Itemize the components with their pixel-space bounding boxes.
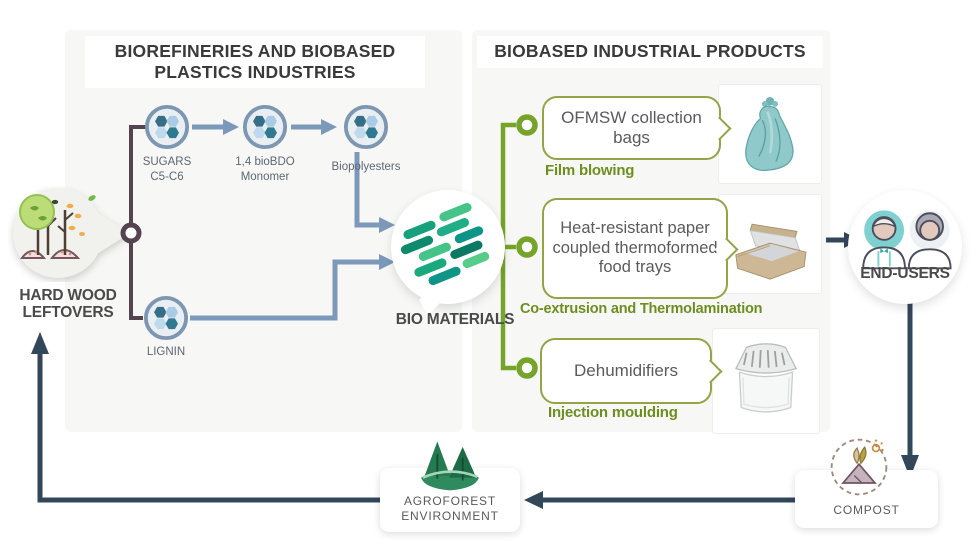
agroforest-label-line2: ENVIRONMENT (401, 509, 499, 523)
sugars-label-line1: SUGARS (142, 156, 192, 168)
compost-label: COMPOST (833, 503, 900, 517)
process-film-blowing: Film blowing (545, 162, 635, 179)
forest-leftovers-icon (19, 194, 96, 259)
badge-pointer (78, 200, 130, 266)
left-panel-title-line2: PLASTICS INDUSTRIES (154, 62, 356, 82)
process-coextrusion: Co-extrusion and Thermolamination (520, 301, 763, 317)
waste-bag-icon (745, 97, 794, 172)
food-tray-icon (735, 223, 807, 280)
sugars-to-biobdo-arrowhead (223, 119, 239, 135)
bubble-food-trays: Heat-resistant paper coupled thermoforme… (542, 198, 739, 299)
hardwood-label-line2: LEFTOVERS (22, 303, 114, 321)
left-panel-title: BIOREFINERIES AND BIOBASED PLASTICS INDU… (85, 36, 425, 88)
lignin-molecule-icon (143, 295, 189, 341)
agroforest-trees-icon (421, 441, 479, 491)
biobdo-to-biopolyesters-arrowhead (321, 119, 337, 135)
hardwood-junction-node (120, 222, 142, 244)
endusers-people-icon (862, 210, 952, 270)
bubble-dehumidifiers-text: Dehumidifiers (574, 361, 678, 380)
right-panel-title-text: BIOBASED INDUSTRIAL PRODUCTS (494, 41, 806, 62)
bubble-dehumidifiers: Dehumidifiers (540, 338, 723, 404)
biopolyesters-molecule-icon (343, 104, 389, 150)
endusers-label: END-USERS (848, 265, 962, 283)
hardwood-label-line1: HARD WOOD (19, 287, 117, 304)
agroforest-to-hardwood-arrowhead (31, 332, 49, 354)
bubble-collection-bags: OFMSW collection bags (542, 96, 732, 160)
endusers-node: END-USERS (848, 190, 962, 304)
dehumidifier-image (712, 328, 820, 434)
lignin-to-biomaterials-line (190, 259, 380, 321)
hardwood-leftovers-label: HARD WOOD LEFTOVERS (6, 287, 130, 321)
lignin-to-biomaterials-arrowhead (379, 254, 395, 270)
compost-to-agroforest-arrowhead (524, 491, 543, 509)
biomaterials-label-text: BIO MATERIALS (395, 311, 515, 328)
product-node-dehumidifiers (516, 357, 538, 379)
hardwood-leftovers-badge (13, 188, 130, 278)
endusers-to-compost-arrowhead (901, 455, 919, 478)
food-tray-image (718, 194, 822, 294)
compost-icon (830, 438, 888, 496)
sugars-molecule-icon (144, 104, 190, 150)
endusers-label-text: END-USERS (860, 265, 950, 282)
sugars-label-line2: C5-C6 (150, 170, 184, 183)
biobdo-label-line1: 1,4 bioBDO (235, 156, 295, 168)
right-panel-title: BIOBASED INDUSTRIAL PRODUCTS (477, 36, 823, 68)
dehumidifier-icon (734, 343, 798, 413)
biopolyesters-to-biomaterials-line (354, 152, 380, 228)
biopolyesters-to-biomaterials-arrowhead (379, 217, 395, 233)
biobdo-label-line2: Monomer (240, 170, 290, 183)
sugars-label: SUGARS C5-C6 (122, 155, 212, 185)
agroforest-label: AGROFOREST ENVIRONMENT (380, 494, 520, 524)
biobdo-label: 1,4 bioBDO Monomer (215, 155, 315, 185)
bubble-food-trays-text: Heat-resistant paper coupled thermoforme… (552, 219, 718, 277)
product-node-trays (516, 236, 538, 258)
lignin-label-text: LIGNIN (146, 346, 186, 358)
biobdo-molecule-icon (242, 104, 288, 150)
biopolyesters-label-text: Biopolyesters (331, 161, 401, 173)
process-injection-moulding: Injection moulding (548, 404, 678, 421)
agroforest-label-line1: AGROFOREST (403, 494, 496, 508)
biomaterials-node (391, 190, 505, 316)
biomaterials-pellets-icon (400, 202, 490, 286)
biomaterials-label: BIO MATERIALS (390, 311, 520, 329)
collection-bag-image (718, 84, 822, 184)
product-node-bags (516, 114, 538, 136)
agroforest-to-hardwood-line (37, 352, 380, 503)
left-panel-title-line1: BIOREFINERIES AND BIOBASED (114, 40, 396, 61)
biopolyesters-label: Biopolyesters (316, 160, 416, 175)
lignin-label: LIGNIN (121, 345, 211, 360)
bubble-collection-bags-text: OFMSW collection bags (561, 108, 702, 147)
